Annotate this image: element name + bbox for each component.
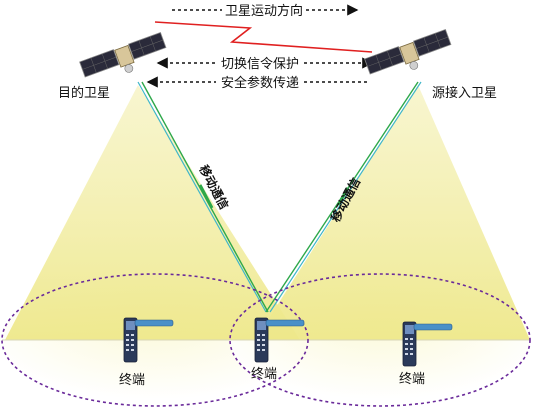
link-marker-right (336, 187, 350, 206)
source-satellite-icon (364, 29, 452, 75)
inter-satellite-link (154, 21, 373, 53)
terminal-middle-label: 终端 (251, 366, 277, 382)
terminal-left-label: 终端 (119, 372, 145, 388)
link-source-cyan (269, 81, 422, 313)
beam-left (5, 85, 300, 340)
cell-boundary-right (229, 273, 531, 407)
target-satellite-icon (79, 32, 167, 78)
source-satellite-label: 源接入卫星 (432, 85, 497, 101)
beam-right (255, 85, 530, 340)
handover-protection-label: 切换信令保护 (221, 57, 299, 72)
link-target-cyan (137, 81, 267, 313)
terminal-right-label: 终端 (399, 371, 425, 387)
terminal-middle-icon (254, 317, 305, 363)
link-marker-left (198, 184, 214, 209)
target-satellite-label: 目的卫星 (58, 85, 110, 101)
terminal-left-icon (123, 317, 174, 363)
cell-boundary-left (1, 273, 309, 407)
security-params-label: 安全参数传递 (221, 75, 299, 91)
motion-direction-label: 卫星运动方向 (225, 3, 303, 19)
terminal-right-icon (402, 321, 453, 367)
